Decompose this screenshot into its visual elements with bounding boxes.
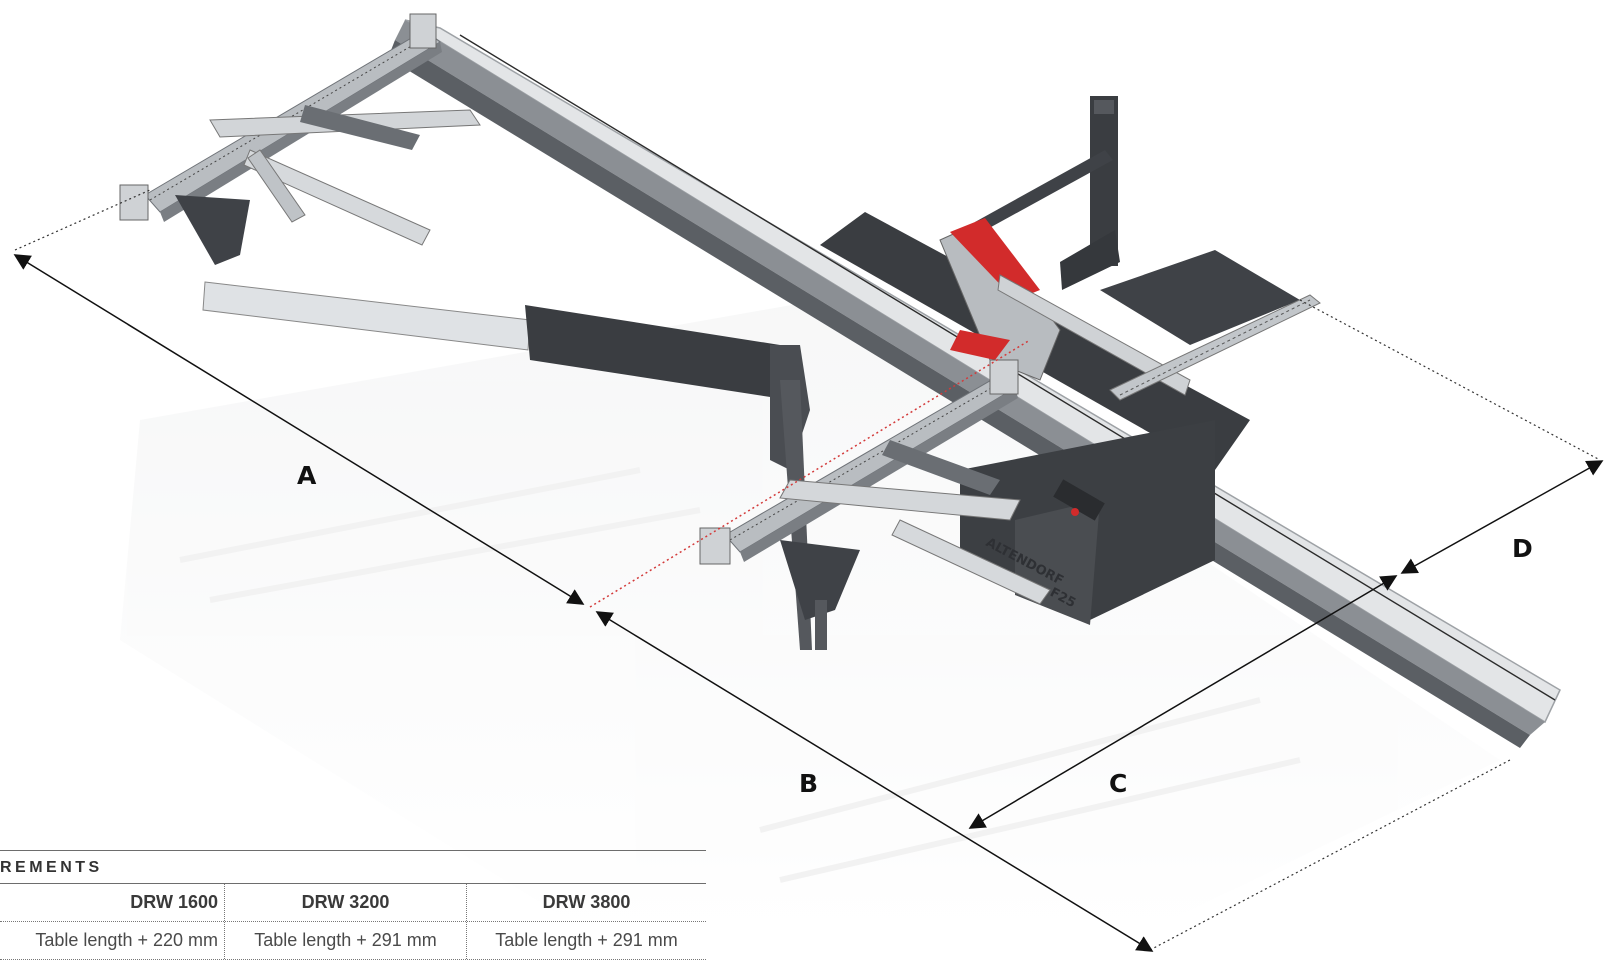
saw-guard-post: [975, 96, 1120, 290]
table-cell-drw-1600: Table length + 220 mm: [35, 930, 218, 950]
outrigger-frame-left: [175, 105, 481, 265]
column-header-drw-3800: DRW 3800: [466, 884, 706, 921]
dimension-label-c: C: [1109, 769, 1128, 798]
requirements-heading: REMENTS: [0, 850, 706, 884]
dim-line-a: [13, 254, 585, 605]
requirements-table: REMENTS DRW 1600 DRW 3200 DRW 3800 Table…: [0, 850, 706, 960]
dimension-label-b: B: [799, 769, 819, 798]
dim-line-d: [1400, 460, 1604, 574]
dimension-lines: [13, 254, 1604, 952]
column-header-drw-3200: DRW 3200: [224, 884, 466, 921]
dimension-label-d: D: [1512, 534, 1533, 563]
saw-blade-guard: [939, 218, 1191, 396]
dimension-label-a: A: [297, 461, 317, 490]
rip-fence-rail: [1109, 294, 1321, 401]
red-reference-line: [589, 339, 1031, 608]
table-header-row: DRW 1600 DRW 3200 DRW 3800: [0, 884, 706, 922]
sliding-table: [388, 19, 1561, 748]
extension-lines: [14, 189, 1601, 951]
dim-line-c: [968, 575, 1398, 829]
table-cell-drw-3200: Table length + 291 mm: [224, 922, 466, 959]
table-row: Table length + 220 mm Table length + 291…: [0, 922, 706, 960]
dim-line-b: [595, 611, 1154, 952]
table-cell-drw-3800: Table length + 291 mm: [466, 922, 706, 959]
column-header-drw-1600: DRW 1600: [130, 892, 218, 912]
